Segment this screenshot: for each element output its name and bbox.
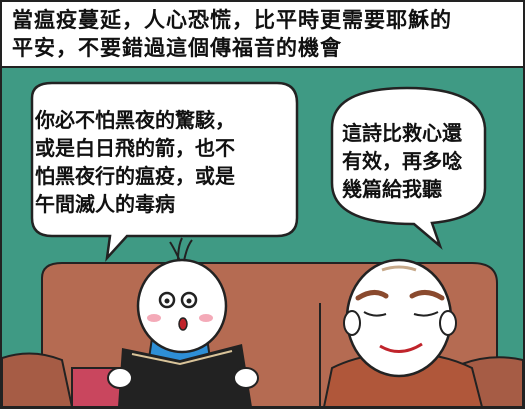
book [118,344,252,407]
kid-hair [169,237,193,262]
speech-left-line: 午間滅人的毒病 [35,192,175,216]
kid-cheek-right [199,314,213,322]
scene-illustration [2,68,523,407]
kid-hand-right [233,367,259,389]
speech-bubble-left [30,81,299,262]
speech-bubble-right [330,86,487,250]
sofa-arm-left [2,352,74,407]
caption-box: 當瘟疫蔓延，人心恐慌，比平時更需要耶穌的 平安，不要錯過這個傳福音的機會 [2,2,523,68]
kid-mouth [178,317,188,331]
kid-hand-left [107,367,133,389]
speech-left-line: 怕黑夜行的瘟疫，或是 [35,164,235,188]
caption-line-1: 當瘟疫蔓延，人心恐慌，比平時更需要耶穌的 [12,8,452,32]
book-pages [131,350,233,366]
caption-line-2: 平安，不要錯過這個傳福音的機會 [12,36,342,60]
eye-left-closed [363,311,387,317]
grandpa-head [345,258,453,378]
speech-text-left: 你必不怕黑夜的驚駭， 或是白日飛的箭，也不 怕黑夜行的瘟疫，或是 午間滅人的毒病 [35,106,235,218]
speech-right-line: 有效，再多唸 [342,149,462,173]
grandpa-smile [379,342,423,353]
speech-right-line: 幾篇給我聽 [342,177,442,201]
eyebrow-right [409,290,445,301]
speech-text-right: 這詩比救心還 有效，再多唸 幾篇給我聽 [342,119,462,203]
speech-left-line: 或是白日飛的箭，也不 [35,136,235,160]
scene: 你必不怕黑夜的驚駭， 或是白日飛的箭，也不 怕黑夜行的瘟疫，或是 午間滅人的毒病… [2,68,523,407]
eyebrow-left [355,290,389,301]
grandpa-hair [381,265,417,272]
kid-cheek-left [147,314,161,322]
kid-head [136,258,228,354]
speech-left-line: 你必不怕黑夜的驚駭， [35,108,235,132]
speech-right-line: 這詩比救心還 [342,121,462,145]
eye-right-closed [413,311,439,317]
